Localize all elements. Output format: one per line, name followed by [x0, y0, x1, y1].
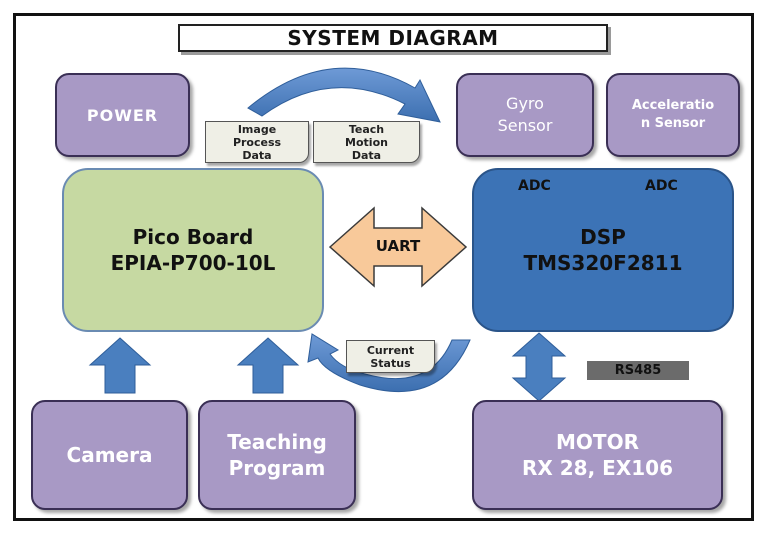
camera-box: Camera — [31, 400, 188, 510]
accel-label-line2: n Sensor — [640, 116, 706, 131]
note-teach-motion: Teach Motion Data — [313, 121, 420, 163]
dsp-label-line1: DSP — [580, 225, 626, 249]
note-image-process-line2: Process — [232, 135, 282, 149]
gyro-sensor-box: Gyro Sensor — [456, 73, 594, 157]
teaching-program-box: Teaching Program — [198, 400, 356, 510]
curved-arrow-bottom — [307, 333, 471, 392]
accel-label-line1: Acceleratio — [631, 98, 715, 113]
power-label: POWER — [86, 105, 159, 125]
uart-label: UART — [375, 237, 421, 255]
power-box: POWER — [55, 73, 190, 157]
pico-board-box: Pico Board EPIA-P700-10L — [62, 168, 324, 332]
acceleration-sensor-box: Acceleratio n Sensor — [606, 73, 740, 157]
gyro-label-line1: Gyro — [506, 94, 544, 113]
note-image-process-line3: Data — [242, 148, 272, 162]
curved-arrow-top — [247, 67, 441, 123]
gyro-label-line2: Sensor — [497, 116, 553, 135]
rs485-label: RS485 — [587, 361, 689, 380]
uart-arrow — [328, 206, 468, 288]
up-arrow-camera — [88, 337, 152, 394]
camera-label: Camera — [66, 443, 153, 467]
up-arrow-teaching — [236, 337, 300, 394]
note-current-status-line1: Current — [366, 343, 415, 357]
motor-label-line1: MOTOR — [556, 430, 639, 454]
note-current-status: Current Status — [346, 340, 435, 373]
pico-label-line2: EPIA-P700-10L — [110, 251, 276, 275]
teaching-label-line2: Program — [228, 456, 326, 480]
motor-label-line2: RX 28, EX106 — [521, 456, 673, 480]
note-teach-motion-line3: Data — [351, 148, 382, 162]
note-image-process-line1: Image — [237, 122, 277, 136]
note-current-status-line2: Status — [370, 356, 411, 370]
diagram-title: SYSTEM DIAGRAM — [178, 24, 608, 52]
adc-label-right: ADC — [645, 178, 678, 194]
note-teach-motion-line2: Motion — [345, 135, 388, 149]
note-teach-motion-line1: Teach — [348, 122, 385, 136]
motor-box: MOTOR RX 28, EX106 — [472, 400, 723, 510]
dsp-label-line2: TMS320F2811 — [523, 251, 683, 275]
adc-label-left: ADC — [518, 178, 551, 194]
note-image-process: Image Process Data — [205, 121, 309, 163]
pico-label-line1: Pico Board — [132, 225, 254, 249]
teaching-label-line1: Teaching — [227, 430, 327, 454]
double-arrow-rs485 — [511, 332, 567, 402]
dsp-box: DSP TMS320F2811 — [472, 168, 734, 332]
